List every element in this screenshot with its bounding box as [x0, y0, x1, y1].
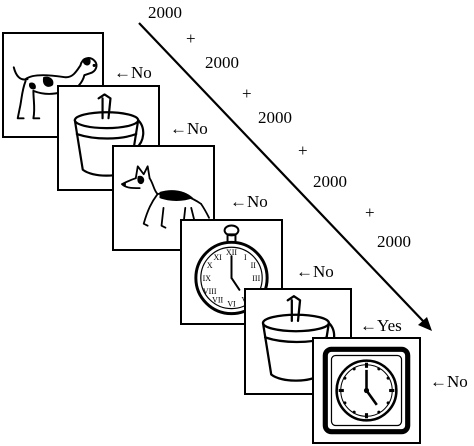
svg-text:I: I [244, 253, 247, 262]
svg-text:VI: VI [227, 300, 236, 309]
response-label-4: ←No [296, 262, 334, 281]
svg-text:XI: XI [213, 253, 222, 262]
plus-sign: + [242, 84, 252, 103]
svg-text:VIII: VIII [203, 287, 217, 296]
svg-text:IX: IX [203, 274, 212, 283]
duration-label: 2000 [377, 232, 411, 251]
response-label-1: ←No [114, 63, 152, 82]
left-arrow-icon: ← [296, 262, 313, 281]
svg-text:III: III [252, 274, 260, 283]
duration-label: 2000 [148, 3, 182, 22]
plus-sign: + [298, 141, 308, 160]
clock-icon [322, 346, 411, 435]
svg-text:VII: VII [212, 296, 223, 305]
plus-sign: + [365, 203, 375, 222]
duration-label: 2000 [205, 53, 239, 72]
left-arrow-icon: ← [170, 119, 187, 138]
svg-text:II: II [251, 261, 257, 270]
svg-text:X: X [207, 261, 213, 270]
response-label-6: ←No [430, 372, 468, 391]
duration-label: 2000 [258, 108, 292, 127]
left-arrow-icon: ← [230, 192, 247, 211]
svg-text:XII: XII [226, 248, 237, 257]
stimulus-card-6 [312, 337, 421, 444]
plus-sign: + [186, 29, 196, 48]
response-label-3: ←No [230, 192, 268, 211]
response-label-2: ←No [170, 119, 208, 138]
duration-label: 2000 [313, 172, 347, 191]
response-label-5: ←Yes [360, 316, 402, 335]
left-arrow-icon: ← [430, 372, 447, 391]
stimulus-card-3 [112, 145, 215, 251]
left-arrow-icon: ← [114, 63, 131, 82]
left-arrow-icon: ← [360, 316, 377, 335]
